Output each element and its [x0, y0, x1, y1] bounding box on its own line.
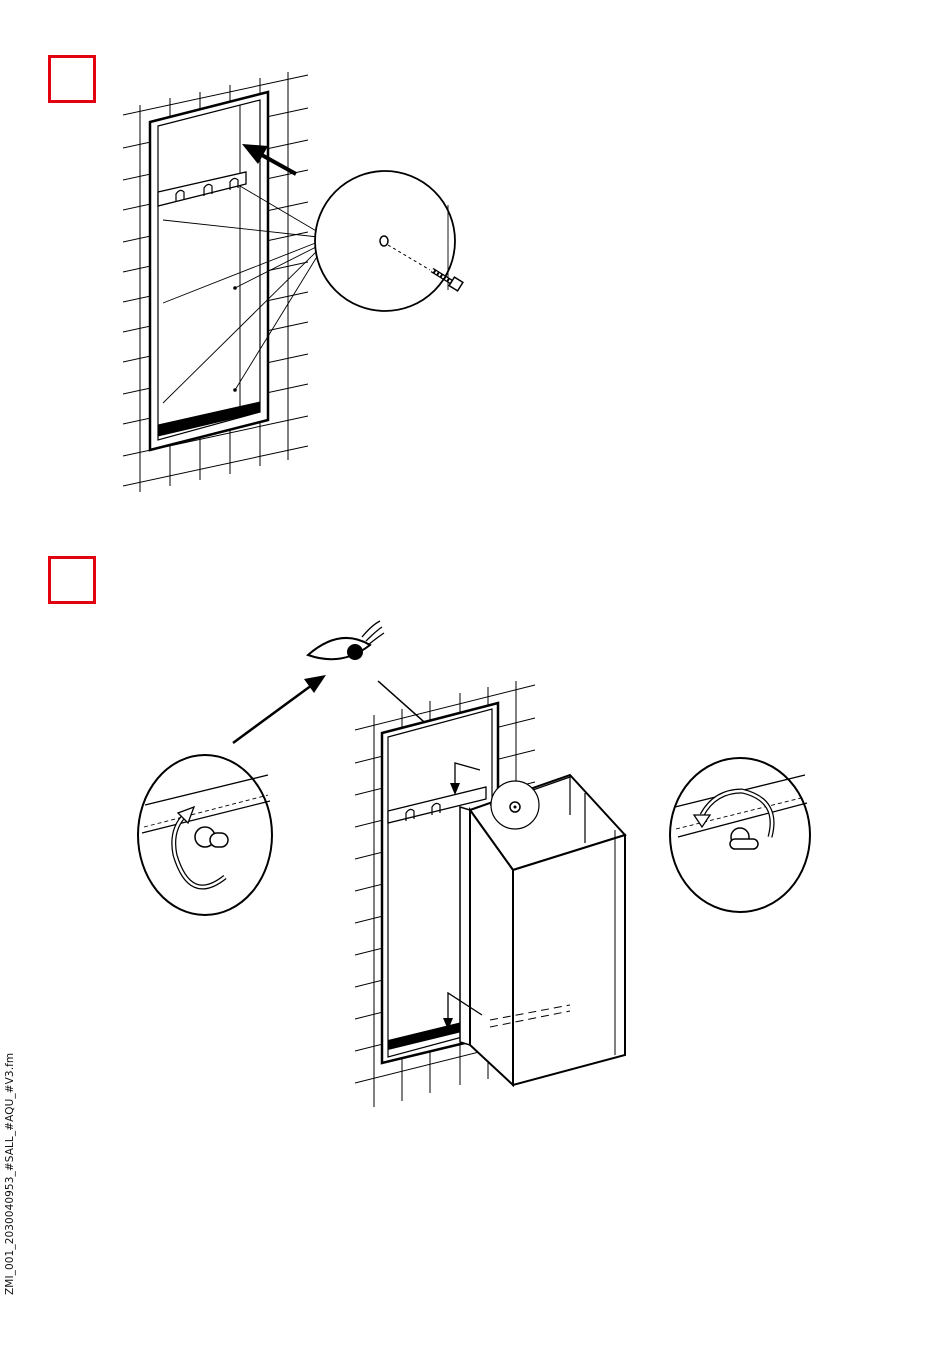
wall-frame-mounting-illustration	[118, 60, 478, 500]
direction-arrow-icon	[233, 675, 326, 743]
lock-detail-marker	[491, 781, 539, 829]
document-file-code: ZMI_001_2030040953_#SALL_#AQU_#V3.fm	[4, 1053, 16, 1295]
screw-detail-zoom	[315, 171, 463, 311]
step-1-marker	[48, 55, 96, 103]
step-2-marker	[48, 556, 96, 604]
lock-closed-detail	[138, 755, 272, 915]
bin-insertion-illustration	[130, 615, 830, 1115]
lock-open-detail	[670, 758, 810, 912]
waste-bin	[460, 775, 625, 1085]
eye-icon	[308, 621, 384, 660]
